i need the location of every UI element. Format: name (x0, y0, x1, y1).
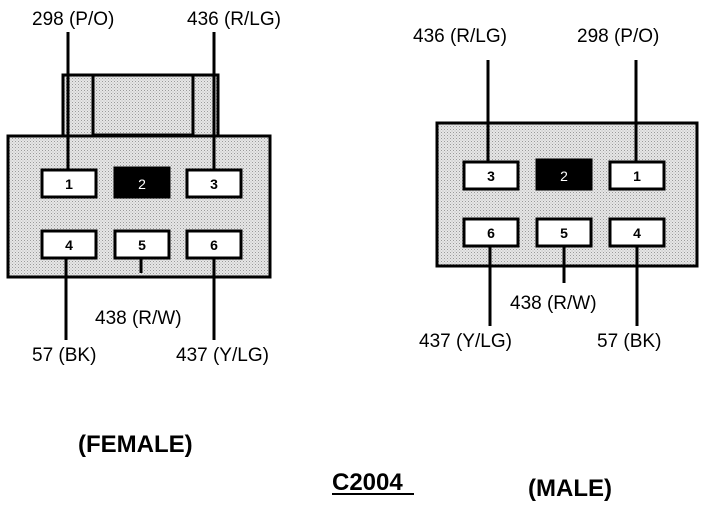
male-pin-2 (535, 158, 593, 191)
male-pin-3-label: 3 (487, 168, 495, 184)
female-pin-3-label: 3 (210, 176, 218, 192)
male-pin-6 (462, 217, 520, 248)
male-pin-1-label: 1 (633, 168, 641, 184)
female-pin-3 (185, 168, 243, 199)
male-pin-2-label: 2 (560, 168, 568, 184)
male-title: (MALE) (528, 475, 612, 502)
female-wire-438-label: 438 (R/W) (95, 308, 182, 329)
male-pin-5-label: 5 (560, 225, 568, 241)
female-pin-1-label: 1 (65, 176, 73, 192)
male-wire-437-label: 437 (Y/LG) (419, 331, 512, 352)
female-pin-4-label: 4 (65, 237, 73, 253)
female-pin-6 (185, 229, 243, 260)
female-wire-57-label: 57 (BK) (32, 345, 96, 366)
female-pin-5-label: 5 (138, 237, 146, 253)
male-wire-438-label: 438 (R/W) (510, 293, 597, 314)
male-pin-6-label: 6 (487, 225, 495, 241)
female-pin-1 (40, 168, 98, 199)
male-pin-3 (462, 160, 520, 191)
male-pin-5 (535, 217, 593, 248)
female-pin-2 (113, 166, 171, 199)
male-wire-436-label: 436 (R/LG) (413, 26, 507, 47)
male-connector: 3 2 1 6 5 4 436 (R/LG) 298 (P/O) 438 (R/… (413, 26, 699, 502)
female-connector: 1 2 3 4 5 6 298 (P/O) 436 (R/LG) 438 (R/… (6, 9, 281, 458)
male-pin-1 (608, 160, 666, 191)
male-wire-57-label: 57 (BK) (597, 331, 661, 352)
female-latch-inner (91, 73, 195, 137)
female-pin-4 (40, 229, 98, 260)
connector-id: C2004 (332, 469, 403, 496)
female-title: (FEMALE) (78, 431, 193, 458)
female-wire-436-label: 436 (R/LG) (187, 9, 281, 30)
female-wire-298-label: 298 (P/O) (32, 9, 114, 30)
male-wire-298-label: 298 (P/O) (577, 26, 659, 47)
female-wire-437-label: 437 (Y/LG) (176, 345, 269, 366)
female-pin-2-label: 2 (138, 176, 146, 192)
female-pin-5 (113, 229, 171, 260)
male-pin-4-label: 4 (633, 225, 641, 241)
female-pin-6-label: 6 (210, 237, 218, 253)
male-pin-4 (608, 217, 666, 248)
